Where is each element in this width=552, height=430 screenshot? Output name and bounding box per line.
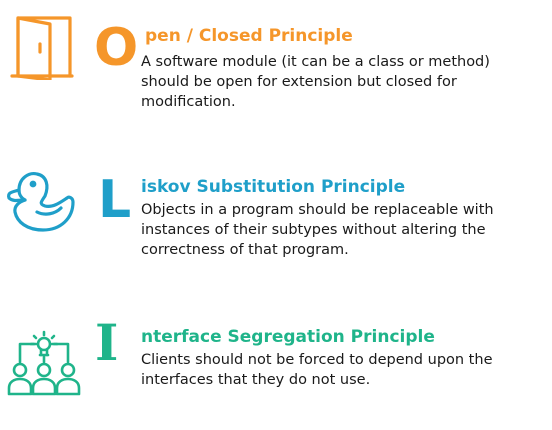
principle-title: nterface Segregation Principle (141, 327, 435, 347)
initial-letter-o: O (94, 18, 139, 78)
duck-icon (5, 170, 83, 238)
principle-title: iskov Substitution Principle (141, 177, 406, 197)
principle-description: Objects in a program should be replaceab… (141, 202, 494, 258)
principle-title: pen / Closed Principle (145, 26, 353, 46)
initial-letter-l: L (98, 170, 132, 230)
principle-description: Clients should not be forced to depend u… (141, 352, 493, 388)
door-icon (10, 14, 74, 84)
initial-letter-i: I (95, 313, 119, 372)
principle-description: A software module (it can be a class or … (141, 54, 490, 110)
people-idea-icon (6, 330, 82, 406)
